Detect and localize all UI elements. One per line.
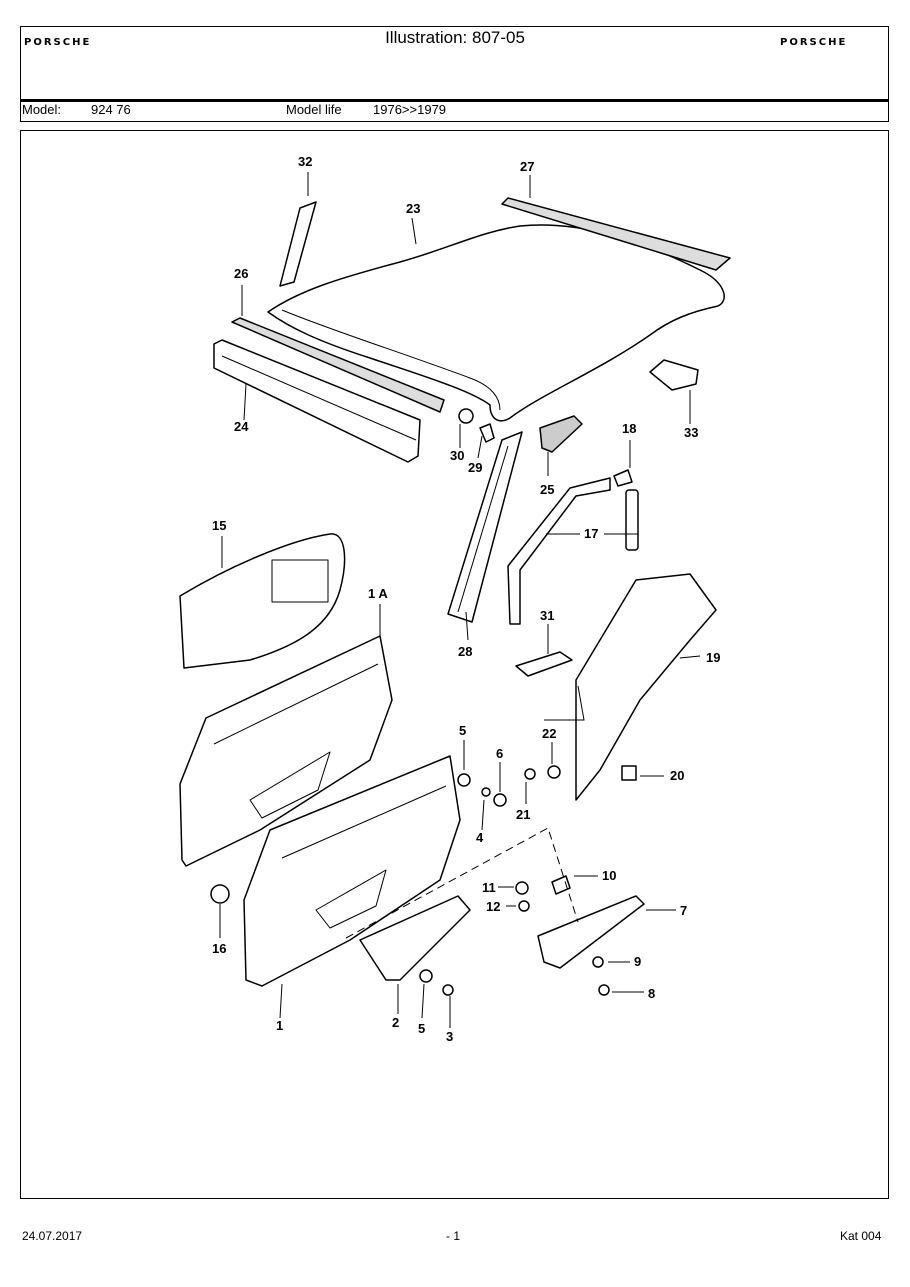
model-life-value: 1976>>1979 — [373, 102, 447, 117]
part-24-rail — [213, 339, 421, 463]
footer-catalog: Kat 004 — [840, 1229, 882, 1243]
callout-label: 15 — [212, 518, 226, 533]
callout-label: 33 — [684, 425, 698, 440]
part-1-door-panel — [243, 755, 461, 987]
footer-page-number: - 1 — [446, 1229, 461, 1243]
footer-date: 24.07.2017 — [22, 1229, 83, 1243]
callout-labels: 32 27 23 26 24 30 29 25 18 33 15 17 1 A … — [212, 154, 720, 1044]
part-16-clip — [210, 884, 230, 904]
callout-label: 1 A — [368, 586, 388, 601]
callout-label: 7 — [680, 903, 687, 918]
part-30-grommet — [458, 408, 474, 424]
callout-label: 8 — [648, 986, 655, 1001]
callout-label: 23 — [406, 201, 420, 216]
callout-label: 24 — [234, 419, 249, 434]
model-label: Model: — [22, 102, 62, 117]
callout-label: 22 — [542, 726, 556, 741]
part-17-seal — [507, 477, 611, 625]
callout-label: 19 — [706, 650, 720, 665]
callout-label: 11 — [482, 880, 496, 895]
part-25-block — [539, 415, 583, 453]
part-32-pillar-trim — [279, 201, 317, 287]
callout-label: 26 — [234, 266, 248, 281]
model-bar — [20, 100, 889, 122]
callout-label: 28 — [458, 644, 472, 659]
part-31-handle — [515, 651, 573, 677]
part-7-sill-trim — [537, 895, 645, 969]
part-2-armrest — [359, 895, 471, 981]
part-18-end-piece — [613, 469, 633, 487]
part-23-roof-panel — [267, 224, 725, 422]
callout-label: 30 — [450, 448, 464, 463]
callout-label: 27 — [520, 159, 534, 174]
part-29-screw — [479, 423, 495, 443]
callout-label: 4 — [476, 830, 484, 845]
callout-label: 3 — [446, 1029, 453, 1044]
porsche-logo-left: PORSCHE — [24, 37, 92, 48]
callout-label: 25 — [540, 482, 554, 497]
part-1a-door-panel — [179, 635, 393, 867]
callout-label: 2 — [392, 1015, 399, 1030]
callout-label: 12 — [486, 899, 500, 914]
callout-label: 1 — [276, 1018, 283, 1033]
callout-label: 5 — [459, 723, 466, 738]
model-life-label: Model life — [286, 102, 342, 117]
illustration-frame — [20, 130, 889, 1199]
callout-label: 31 — [540, 608, 554, 623]
part-26-strip — [231, 317, 445, 413]
callout-label: 10 — [602, 868, 616, 883]
callout-label: 9 — [634, 954, 641, 969]
porsche-logo-right: PORSCHE — [780, 37, 848, 48]
callout-label: 17 — [584, 526, 598, 541]
part-33-lamp — [649, 359, 699, 391]
part-28-a-pillar-trim — [447, 431, 523, 623]
callout-label: 6 — [496, 746, 503, 761]
model-value: 924 76 — [91, 102, 131, 117]
illustration-title: Illustration: 807-05 — [385, 28, 525, 47]
part-20-clip — [621, 765, 637, 781]
callout-label: 29 — [468, 460, 482, 475]
callout-label: 18 — [622, 421, 636, 436]
part-15-window-glass — [179, 533, 346, 669]
callout-label: 20 — [670, 768, 684, 783]
callout-label: 32 — [298, 154, 312, 169]
part-19-quarter-panel — [575, 573, 717, 801]
part-27-seal-strip — [501, 197, 731, 271]
callout-label: 16 — [212, 941, 226, 956]
callout-label: 21 — [516, 807, 530, 822]
callout-label: 5 — [418, 1021, 425, 1036]
